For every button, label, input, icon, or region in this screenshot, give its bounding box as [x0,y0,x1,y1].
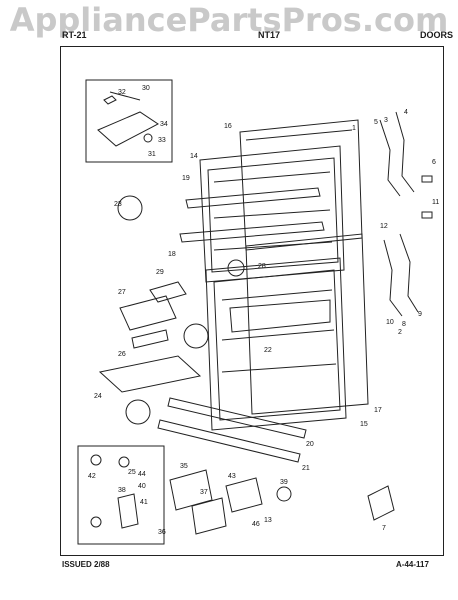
label-2: 2 [398,329,402,336]
fresh-food-door-outer [245,233,369,415]
label-43: 43 [228,473,236,480]
label-39: 39 [280,479,288,486]
label-36: 36 [158,529,166,536]
freezer-shelf-bar [185,187,321,209]
fresh-food-shelf [229,299,331,333]
label-41: 41 [140,499,148,506]
freezer-door-liner [199,145,345,283]
label-42: 42 [88,473,96,480]
hinge-plate-43 [225,477,263,513]
label-4: 4 [404,109,408,116]
label-15: 15 [360,421,368,428]
label-27: 27 [118,289,126,296]
hinge-screw [103,95,117,105]
label-9: 9 [418,311,422,318]
freezer-shelf-bar-lower [179,221,325,243]
handle-cap [421,175,433,183]
label-31: 31 [148,151,156,158]
door-bar-lower [157,419,301,463]
bottom-hinge-inset-box [77,445,165,545]
hinge-bushing [143,133,153,143]
label-11: 11 [432,199,439,206]
hinge-inset-box [85,79,173,163]
label-18: 18 [168,251,176,258]
butter-lid [149,281,187,303]
detail-callout-25 [227,259,245,277]
label-22: 22 [264,347,272,354]
diagram-frame [60,46,444,556]
label-10: 10 [386,319,394,326]
label-32: 32 [118,89,126,96]
label-5: 5 [374,119,378,126]
label-23: 23 [114,201,122,208]
label-16: 16 [224,123,232,130]
hinge-plate-35 [169,469,213,511]
top-hinge-plate [97,111,159,147]
watermark-logo: AppliancePartsPros.com [9,1,449,39]
label-46: 46 [252,521,260,528]
label-13: 13 [264,517,272,524]
label-35: 35 [180,463,188,470]
label-19: 19 [182,175,190,182]
header-section-code: RT-21 [62,30,87,40]
label-1: 1 [352,125,356,132]
label-25: 25 [128,469,136,476]
label-3: 3 [384,117,388,124]
part-number-labels: 1 2 3 4 5 6 7 8 9 10 11 12 13 14 15 16 1… [88,85,439,536]
hinge-bracket-7 [367,485,395,521]
label-40: 40 [138,483,146,490]
label-8: 8 [402,321,406,328]
hinge-cap-39 [276,486,292,502]
door-bar [167,397,307,439]
label-6: 6 [432,159,436,166]
detail-callout-23 [117,195,143,221]
label-24: 24 [94,393,102,400]
detail-callout-23c [125,399,151,425]
freezer-door-outer [239,119,363,251]
label-12: 12 [380,223,388,230]
label-37: 37 [200,489,208,496]
detail-callout-23b [183,323,209,349]
label-29: 29 [156,269,164,276]
label-38: 38 [118,487,126,494]
label-26: 26 [118,351,126,358]
butter-compartment [119,295,177,331]
header-section: DOORS [420,30,454,40]
label-20: 20 [306,441,314,448]
label-33: 33 [158,137,166,144]
label-44: 44 [138,471,146,478]
label-14: 14 [190,153,198,160]
hinge-plate-37 [191,497,227,535]
header-model: NT17 [258,30,281,40]
label-30: 30 [142,85,150,92]
footer-issued: ISSUED 2/88 [62,560,110,569]
bottom-hinge-bracket [117,493,139,529]
label-34: 34 [160,121,168,128]
label-21: 21 [302,465,310,472]
fresh-food-handle [383,239,403,317]
freezer-handle [379,119,401,197]
fresh-food-door-liner [205,257,347,431]
label-17: 17 [374,407,382,414]
egg-tray [98,355,202,393]
label-7: 7 [382,525,386,532]
footer-page-code: A-44-117 [396,560,429,569]
label-28: 28 [258,263,266,270]
